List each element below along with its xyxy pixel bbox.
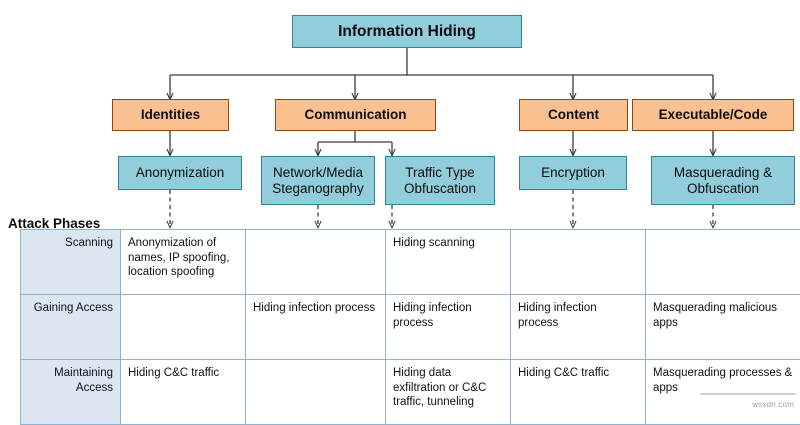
node-encryption[interactable]: Encryption — [519, 156, 627, 190]
cell-maintaining-anonymization: Hiding C&C traffic — [121, 360, 246, 425]
watermark-text: wsxdn.com — [752, 400, 794, 409]
cell-gaining-masquerading: Masquerading malicious apps — [646, 295, 800, 360]
table-row: Maintaining Access Hiding C&C traffic Hi… — [21, 360, 800, 425]
cell-maintaining-encryption: Hiding C&C traffic — [511, 360, 646, 425]
cell-gaining-anonymization — [121, 295, 246, 360]
cell-maintaining-masquerading: Masquerading processes & apps — [646, 360, 800, 425]
node-content[interactable]: Content — [519, 99, 628, 131]
row-header-maintaining-access: Maintaining Access — [21, 360, 121, 425]
cell-gaining-encryption: Hiding infection process — [511, 295, 646, 360]
node-label: Content — [548, 107, 599, 122]
row-header-gaining-access: Gaining Access — [21, 295, 121, 360]
row-header-scanning: Scanning — [21, 230, 121, 295]
node-label: Identities — [141, 107, 200, 122]
cell-scanning-steganography — [246, 230, 386, 295]
node-label: Communication — [304, 107, 406, 122]
node-information-hiding[interactable]: Information Hiding — [292, 15, 522, 48]
node-label: Anonymization — [136, 165, 225, 180]
cell-gaining-steganography: Hiding infection process — [246, 295, 386, 360]
cell-maintaining-traffic-obfuscation: Hiding data exfiltration or C&C traffic,… — [386, 360, 511, 425]
cell-maintaining-steganography — [246, 360, 386, 425]
cell-scanning-encryption — [511, 230, 646, 295]
node-anonymization[interactable]: Anonymization — [118, 156, 242, 190]
node-label: Information Hiding — [338, 23, 476, 40]
node-label: Traffic Type Obfuscation — [386, 165, 494, 195]
node-label: Network/Media Steganography — [262, 165, 374, 195]
node-communication[interactable]: Communication — [275, 99, 436, 131]
table-row: Gaining Access Hiding infection process … — [21, 295, 800, 360]
watermark-rule — [700, 393, 796, 395]
attack-phase-matrix: Scanning Anonymization of names, IP spoo… — [20, 229, 800, 425]
node-network-media-steganography[interactable]: Network/Media Steganography — [261, 156, 375, 205]
node-label: Executable/Code — [659, 107, 768, 122]
node-identities[interactable]: Identities — [112, 99, 229, 131]
node-traffic-type-obfuscation[interactable]: Traffic Type Obfuscation — [385, 156, 495, 205]
table-row: Scanning Anonymization of names, IP spoo… — [21, 230, 800, 295]
diagram-canvas: Information Hiding Identities Communicat… — [0, 0, 800, 411]
node-label: Encryption — [541, 165, 605, 180]
node-executable-code[interactable]: Executable/Code — [632, 99, 794, 131]
node-masquerading-obfuscation[interactable]: Masquerading & Obfuscation — [651, 156, 795, 205]
cell-scanning-masquerading — [646, 230, 800, 295]
cell-scanning-traffic-obfuscation: Hiding scanning — [386, 230, 511, 295]
node-label: Masquerading & Obfuscation — [652, 165, 794, 195]
cell-gaining-traffic-obfuscation: Hiding infection process — [386, 295, 511, 360]
cell-scanning-anonymization: Anonymization of names, IP spoofing, loc… — [121, 230, 246, 295]
